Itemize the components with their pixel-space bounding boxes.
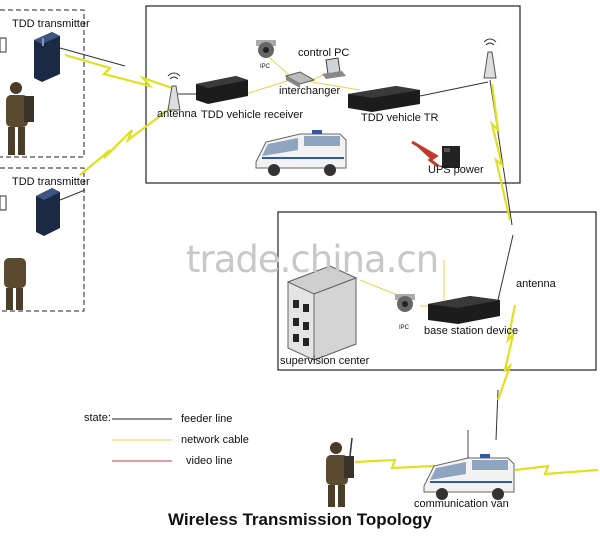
label-tdd-transmitter-2: TDD transmitter [12,176,90,188]
handheld-icon-2 [0,195,7,211]
label-control-pc: control PC [298,47,350,59]
soldier-box-2 [0,167,85,312]
tdd-vehicle-tr-device [348,86,420,112]
tdd-transmitter-icon-1 [34,32,60,82]
label-communication-van: communication van [414,498,509,510]
watermark: trade.china.cn [186,238,439,281]
wireless-link-5 [354,458,436,470]
legend-network-cable: network cable [181,434,249,446]
supervision-center-building-icon [286,265,358,361]
network-cable-4 [245,79,291,95]
wireless-link-1 [64,53,173,90]
feeder-line-4 [59,189,86,201]
legend-video-line: video line [186,455,233,467]
ipc-camera-icon-vehicle [256,40,276,58]
ipc-camera-icon-station [395,294,415,312]
feeder-line-7 [495,389,499,441]
diagram-title: Wireless Transmission Topology [167,510,433,529]
wireless-link-2 [79,109,169,176]
network-cable-3 [299,79,361,91]
label-supervision-center: supervision center [280,355,370,367]
label-ups-power: UPS power [428,164,484,176]
label-tdd-vehicle-tr: TDD vehicle TR [361,112,439,124]
police-van-icon-communication [423,430,515,500]
feeder-line-1 [59,47,126,67]
feeder-line-3 [419,81,489,97]
legend-state-label: state: [84,412,111,424]
network-cable-7 [359,279,401,297]
soldier-icon-3 [326,437,354,507]
label-antenna-station: antenna [516,278,556,290]
label-ipc-vehicle: IPC [260,64,271,70]
label-tdd-transmitter-1: TDD transmitter [12,18,90,30]
soldier-box-1 [0,9,85,158]
tdd-vehicle-receiver-device [196,76,248,104]
vehicle-box [145,5,521,184]
label-base-station-device: base station device [424,325,519,337]
tdd-transmitter-icon-2 [36,188,60,236]
label-tdd-vehicle-receiver: TDD vehicle receiver [201,109,304,121]
handheld-icon-1 [0,37,7,53]
base-station-device-icon [428,296,500,324]
interchanger-icon [284,71,316,88]
label-ipc-station: IPC [399,325,410,331]
wireless-link-6 [514,464,599,476]
label-antenna-vehicle: antenna [157,108,197,120]
soldier-icon-1 [6,82,34,155]
antenna-icon-tr [483,38,497,79]
supervision-box [277,211,597,371]
soldier-icon-2 [4,258,26,310]
ups-power-icon [411,140,460,168]
feeder-line-5 [497,234,514,301]
legend-feeder-line: feeder line [181,413,233,425]
wireless-link-3 [490,83,512,221]
police-van-icon-vehicle [255,130,347,176]
wireless-link-4 [496,304,517,401]
antenna-icon-vehicle [167,72,181,111]
label-interchanger: interchanger [279,85,341,97]
network-cable-1 [269,57,291,77]
control-pc-icon [322,57,346,79]
